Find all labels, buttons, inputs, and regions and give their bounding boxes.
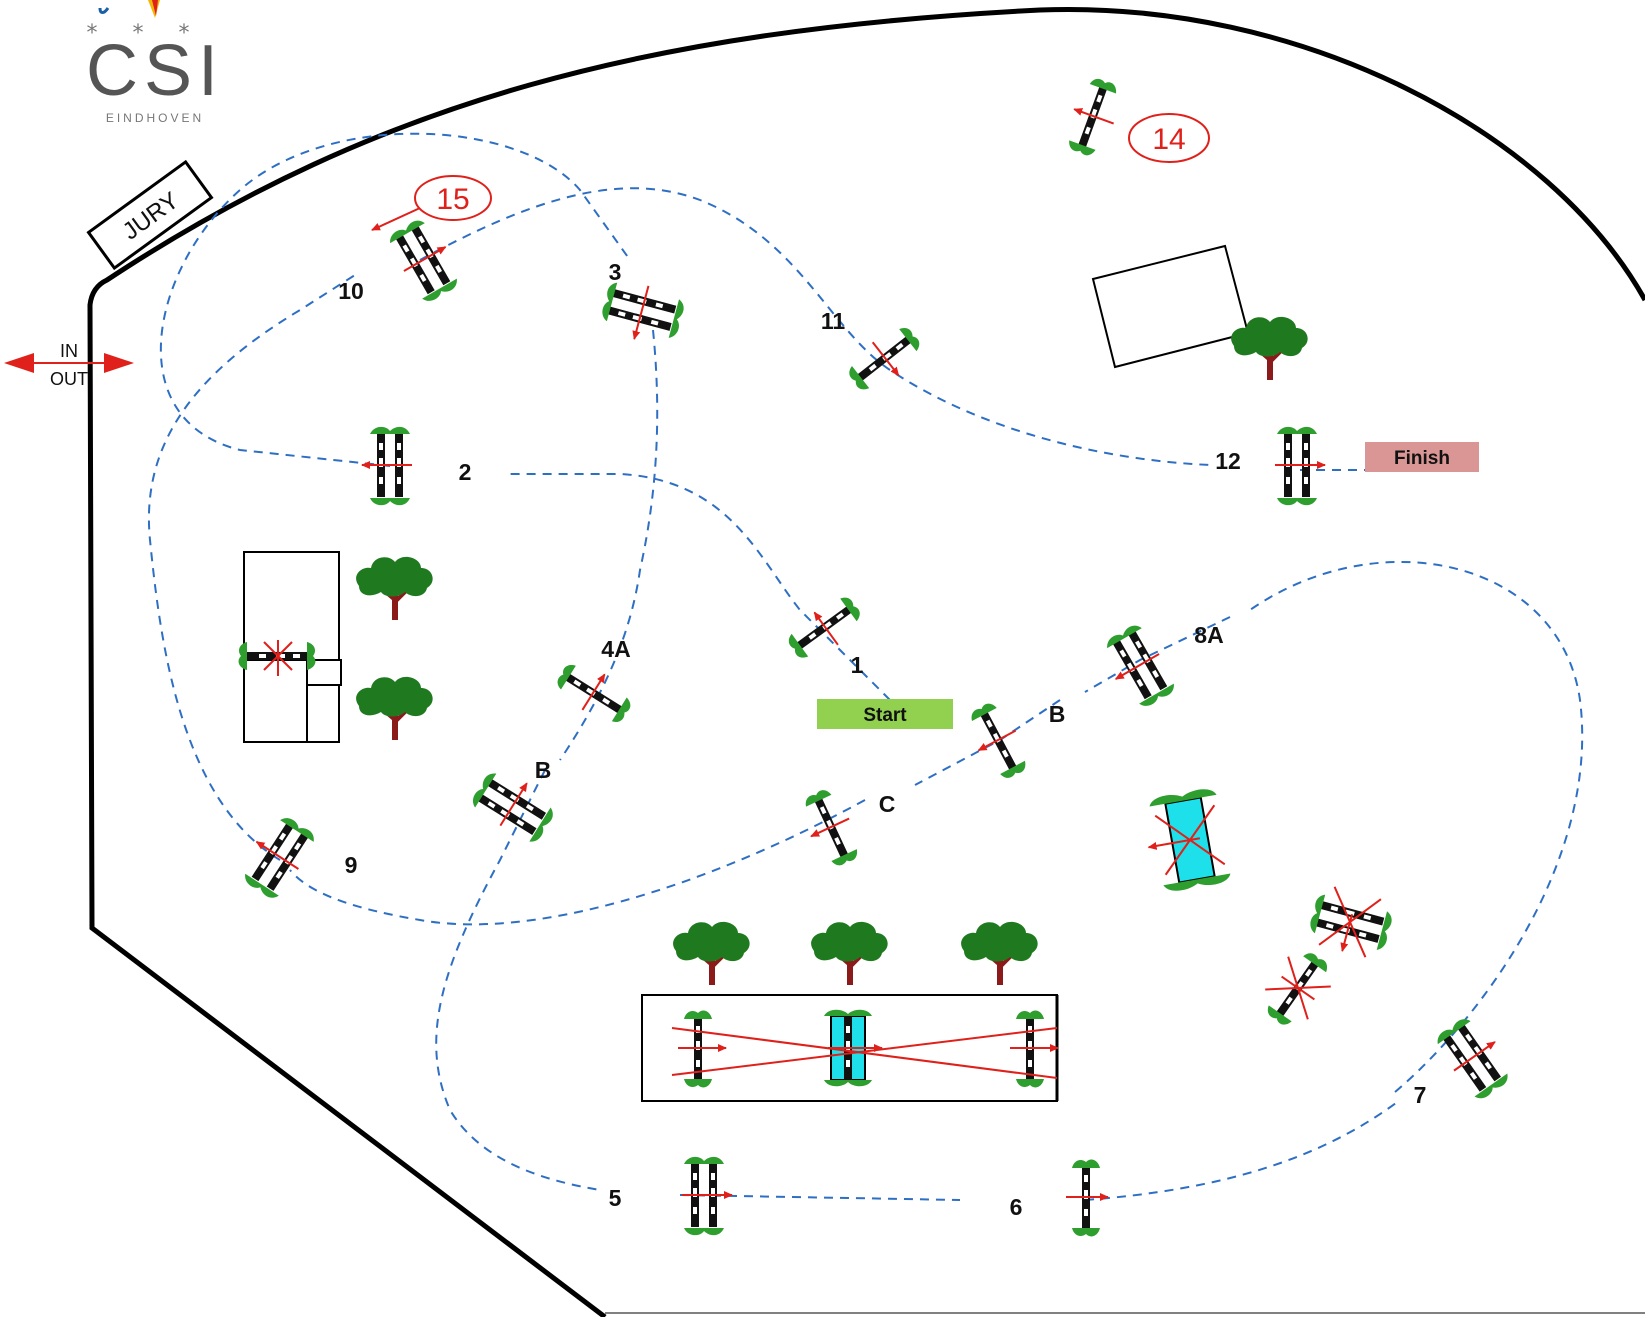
- obstacle-number-6: 6: [1010, 1194, 1023, 1220]
- logo-stars: * * *: [87, 21, 204, 46]
- obstacle-number-11: 11: [821, 308, 846, 334]
- fence-11: [842, 319, 928, 399]
- gate-in-label: IN: [60, 341, 78, 361]
- obstacle-number-15: 15: [436, 183, 469, 216]
- enclosure-fences-crossed: [671, 1009, 1059, 1088]
- obstacle-number-3: 3: [609, 259, 622, 285]
- fence-14: [1061, 74, 1127, 161]
- fence-4a: [551, 655, 638, 731]
- obstacle-number-4a: 4A: [601, 636, 630, 662]
- circled-number-14: 14: [1128, 113, 1210, 163]
- fence-8c: [795, 785, 866, 872]
- fence-12: [1275, 427, 1326, 505]
- fence-7: [1432, 1011, 1518, 1104]
- obstacle-number-12: 12: [1215, 448, 1241, 474]
- decor-box-left-lower: [243, 659, 308, 743]
- obstacle-number-1: 1: [851, 652, 864, 678]
- obstacle-number-4b: B: [535, 757, 552, 783]
- obstacle-number-10: 10: [338, 278, 364, 304]
- crossed-fence-right: [1254, 942, 1341, 1035]
- obstacle-number-8b: B: [1049, 701, 1066, 727]
- finish-label: Finish: [1394, 448, 1450, 469]
- start-marker: Start: [817, 699, 953, 729]
- obstacle-number-8c: C: [879, 791, 896, 817]
- circled-number-15: 15: [371, 175, 492, 231]
- jury-box: JURY: [86, 159, 214, 271]
- fence-4b: [468, 763, 561, 847]
- fence-5: [682, 1157, 733, 1235]
- csi-logo: * * * CSI EINDHOVEN: [86, 0, 224, 125]
- obstacle-number-2: 2: [459, 459, 472, 485]
- fence-8b: [961, 698, 1034, 786]
- logo-title: CSI: [86, 31, 224, 111]
- course-route: [147, 132, 1584, 1201]
- tree-icon: [671, 919, 752, 987]
- fence-10: [385, 214, 466, 306]
- obstacle-numbers: 1 2 3 4A B 5 6 7 8A B C 9 10 11 12: [338, 259, 1426, 1220]
- crossed-fence-left: [239, 640, 316, 676]
- in-out-gate: IN OUT: [4, 341, 134, 389]
- gate-out-label: OUT: [50, 369, 88, 389]
- obstacle-number-14: 14: [1152, 123, 1185, 156]
- arena-boundary: [87, 6, 1645, 1317]
- tree-icon: [809, 919, 890, 987]
- fence-1: [783, 590, 869, 668]
- decor-box-right: [1091, 244, 1250, 369]
- water-jump-crossed: [1147, 789, 1231, 891]
- obstacle-number-8a: 8A: [1194, 622, 1223, 648]
- fence-9: [235, 810, 320, 903]
- crossed-oxer-right: [1305, 886, 1396, 958]
- fence-8a: [1097, 621, 1179, 714]
- tree-icon: [959, 919, 1040, 987]
- start-label: Start: [863, 705, 907, 726]
- fence-2: [361, 427, 412, 505]
- obstacle-number-9: 9: [345, 852, 358, 878]
- fence-3: [597, 276, 687, 340]
- fence-6: [1066, 1160, 1109, 1237]
- finish-marker: Finish: [1365, 442, 1479, 472]
- tree-icon: [354, 554, 435, 622]
- obstacle-number-7: 7: [1414, 1082, 1427, 1108]
- logo-subtitle: EINDHOVEN: [106, 111, 204, 125]
- obstacle-number-5: 5: [609, 1185, 622, 1211]
- tree-icon: [354, 674, 435, 742]
